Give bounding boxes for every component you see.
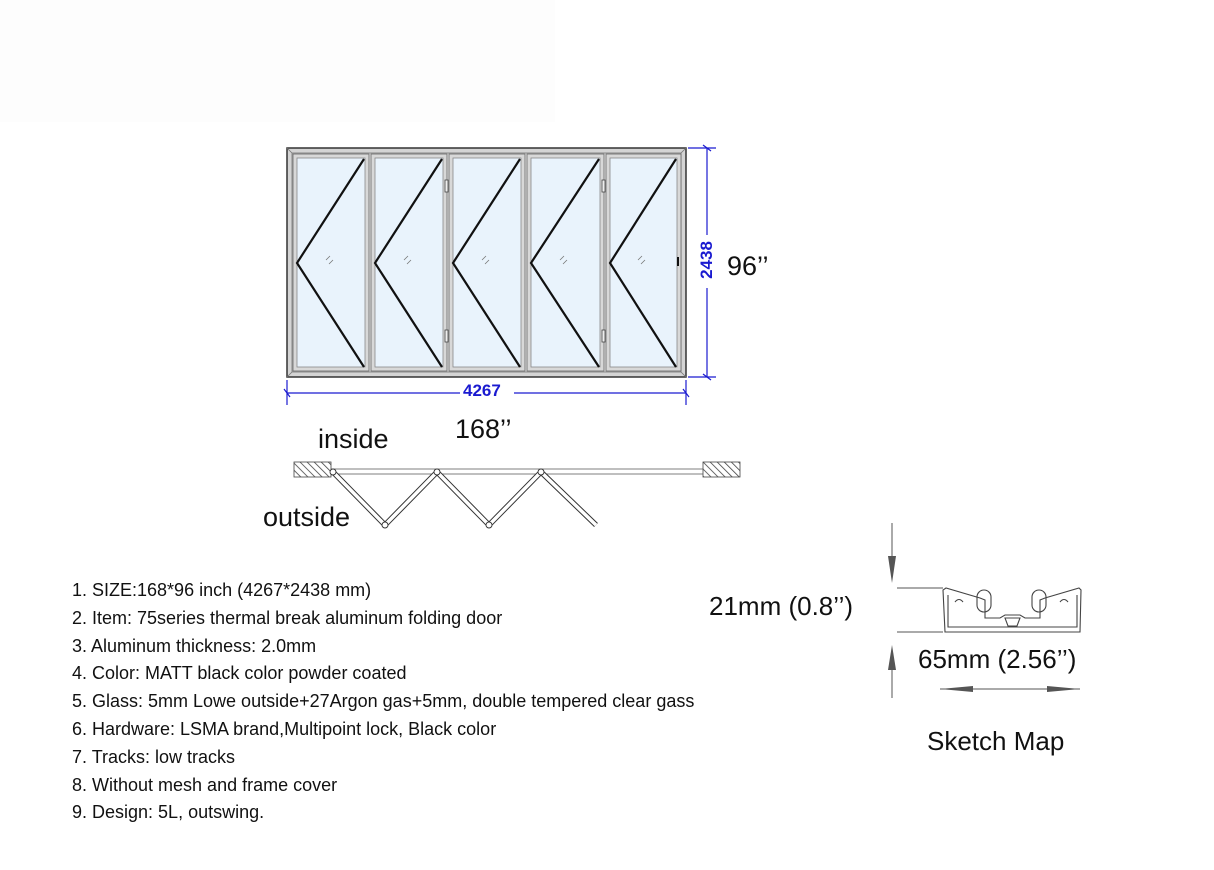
spec-item: 2. Item: 75series thermal break aluminum… bbox=[72, 607, 503, 628]
panel-4 bbox=[526, 153, 606, 372]
width-inch-label: 168’’ bbox=[455, 414, 512, 444]
hinge-icon bbox=[601, 179, 606, 193]
right-wall bbox=[702, 461, 741, 478]
panel-3 bbox=[448, 153, 526, 372]
height-mm-label: 2438 bbox=[697, 241, 716, 279]
height-dimension bbox=[688, 144, 716, 381]
spec-list: 1. SIZE:168*96 inch (4267*2438 mm) 2. It… bbox=[72, 577, 694, 827]
panel-2 bbox=[370, 153, 449, 372]
inside-label: inside bbox=[318, 424, 389, 454]
panel-1 bbox=[292, 153, 370, 372]
profile-height-label: 21mm (0.8’’) bbox=[709, 591, 854, 621]
spec-item: 5. Glass: 5mm Lowe outside+27Argon gas+5… bbox=[72, 691, 695, 712]
plan-section bbox=[293, 461, 741, 529]
spec-item: 1. SIZE:168*96 inch (4267*2438 mm) bbox=[72, 580, 372, 600]
arrow-up-icon bbox=[888, 645, 896, 670]
sketch-map-caption: Sketch Map bbox=[927, 726, 1065, 756]
spec-item: 3. Aluminum thickness: 2.0mm bbox=[72, 635, 317, 656]
hinge-icon bbox=[601, 329, 606, 343]
height-inch-label: 96’’ bbox=[727, 251, 769, 281]
arrow-left-icon bbox=[940, 686, 973, 692]
profile-width-label: 65mm (2.56’’) bbox=[918, 644, 1077, 674]
hinge-icon bbox=[444, 329, 449, 343]
arrow-right-icon bbox=[1047, 686, 1080, 692]
outside-label: outside bbox=[263, 502, 351, 532]
hinge-icon bbox=[444, 179, 449, 193]
spec-item: 9. Design: 5L, outswing. bbox=[72, 802, 265, 823]
background-panel bbox=[0, 0, 555, 122]
spec-item: 8. Without mesh and frame cover bbox=[72, 774, 338, 795]
width-mm-label: 4267 bbox=[463, 381, 501, 400]
handle-icon bbox=[677, 257, 679, 266]
spec-item: 4. Color: MATT black color powder coated bbox=[72, 663, 407, 684]
left-wall bbox=[293, 461, 332, 478]
width-dimension bbox=[283, 380, 690, 405]
door-elevation bbox=[286, 147, 687, 378]
arrow-down-icon bbox=[888, 556, 896, 583]
panel-5 bbox=[605, 153, 682, 372]
spec-item: 6. Hardware: LSMA brand,Multipoint lock,… bbox=[72, 718, 497, 739]
profile-sketch bbox=[888, 523, 1082, 698]
spec-item: 7. Tracks: low tracks bbox=[72, 746, 236, 767]
